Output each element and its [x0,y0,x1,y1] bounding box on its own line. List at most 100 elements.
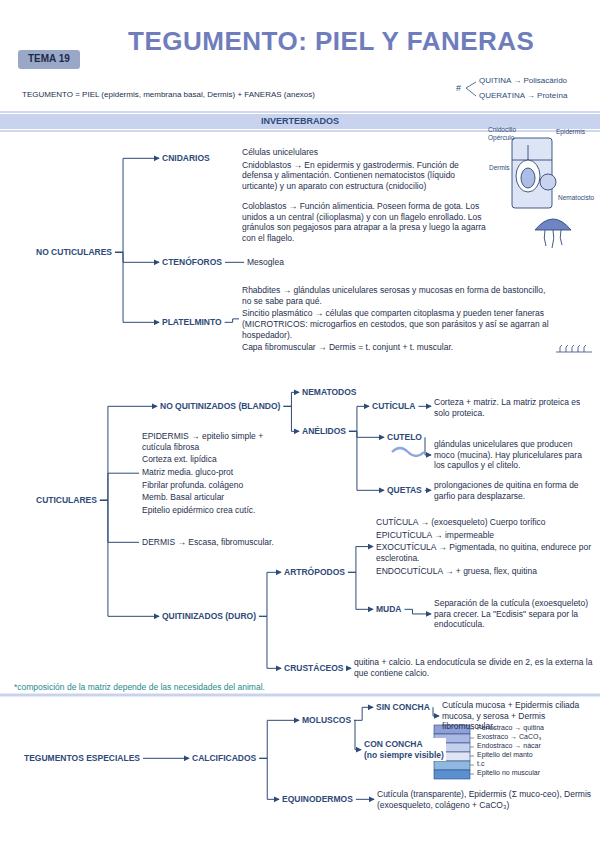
part-label: Periostraco → quitina [477,724,544,732]
node-text: TEMA 19 [28,53,70,66]
connector [349,431,384,437]
node-text: ARTRÓPODOS [284,567,345,578]
connector [225,319,239,322]
connector [433,707,439,716]
group-heading: CUTICULARES [34,494,99,507]
node-text: Rhabdites → glándulas unicelulares seros… [242,285,553,306]
group-heading: CRUSTÁCEOS [282,662,346,675]
group-heading: TEGUMENTOS ESPECIALES [22,752,142,765]
note-block: Mesoglea [245,256,286,269]
microtrichs-drawing [556,345,592,352]
part-label: Opérculo [488,134,514,142]
group-heading: QUITINIZADOS (DURO) [160,610,258,623]
node-text: CUTICULARES [36,495,97,506]
node-text: Corteza ext. lipídica [142,454,276,465]
node-text: Separación de la cutícula (exoesqueleto)… [434,598,593,630]
group-heading: EQUINODERMOS [280,793,355,806]
node-text: Mesoglea [247,257,284,268]
node-text: PLATELMINTO [162,317,222,328]
node-text: CON CONCHA [364,739,444,750]
group-heading: CON CONCHA(no siempre visible) [362,738,446,761]
group-heading: NO CUTICULARES [34,246,114,259]
group-heading: CUTÍCULA [370,400,417,413]
connector [283,392,299,406]
node-text: Epitelio epidérmico crea cutíc. [142,505,276,516]
symbol: # [456,83,461,94]
connector [115,252,159,262]
note-block: Células unicelularesCnidoblastos → En ep… [240,146,485,193]
part-label: Epitelio del manto [477,751,533,759]
connector [405,609,432,614]
group-heading: SIN CONCHA [374,701,432,714]
node-text: ENDOCUTÍCULA → + gruesa, flex, quitina [376,566,594,577]
node-text: MUDA [376,604,402,615]
note-block: Separación de la cutícula (exoesqueleto)… [432,597,595,631]
group-heading: ARTRÓPODOS [282,566,347,579]
footnote: *composición de la matriz depende de las… [14,682,265,692]
worm-drawing [392,448,424,456]
part-label: Nematocisto [558,194,594,202]
connector [259,720,299,758]
node-text: CALCIFICADOS [192,753,256,764]
cnidocyte-drawing [512,138,556,208]
connector [283,406,299,431]
connector [418,406,431,407]
connector [356,799,374,800]
connector [347,668,351,669]
group-heading: PLATELMINTO [160,316,224,329]
node-text: TEGUMENTOS ESPECIALES [24,753,140,764]
note-block: Cutícula (transparente), Epidermis (Σ mu… [375,788,595,811]
node-text: EQUINODERMOS [282,794,353,805]
note-block: glándulas unicelulares que producen moco… [432,438,595,472]
node-text: INVERTEBRADOS [0,116,600,127]
part-label: Cnidocilio [488,126,516,134]
connector [425,437,431,455]
node-text: ANÉLIDOS [302,426,346,437]
node-text: Células unicelulares [242,147,483,158]
part-label: Endostraco → nácar [477,742,541,750]
node-text: Capa fibromuscular → Dermis = t. conjunt… [242,342,553,353]
group-heading: MUDA [374,603,404,616]
node-text: Cutícula (transparente), Epidermis (Σ mu… [377,789,593,810]
group-heading: CUTELO [385,431,424,444]
node-text: CUTELO [387,432,422,443]
note-block: Coloblastos → Función alimenticia. Posee… [240,200,502,245]
node-text: QUETAS [387,485,422,496]
node-text: CUTÍCULA [372,401,415,412]
connector [354,707,373,720]
part-label: Exostraco → CaCO₃ [477,733,541,741]
group-heading: QUETAS [385,484,424,497]
node-text: NO CUTICULARES [36,247,112,258]
node-text: Memb. Basal articular [142,492,276,503]
group-heading: ANÉLIDOS [300,425,348,438]
note-block: CUTÍCULA → (exoesqueleto) Cuerpo torífic… [374,516,596,577]
note-block: Rhabdites → glándulas unicelulares seros… [240,284,555,354]
node-text: Cnidoblastos → En epidermis y gastroderm… [242,160,483,192]
node-text: EXOCUTÍCULA → Pigmentada, no quitina, en… [376,542,594,563]
group-heading: NEMATODOS [300,386,358,399]
connector [100,500,139,542]
node-text: Corteza + matriz. La matriz proteica es … [434,397,593,418]
bracket [466,82,476,96]
node-text: SIN CONCHA [376,702,430,713]
node-text: QUITINIZADOS (DURO) [162,611,256,622]
definition-note: TEGUMENTO = PIEL (epidermis, membrana ba… [22,90,315,100]
section-rule [0,694,600,697]
part-label: Epidermis [556,128,585,136]
topic-badge: TEMA 19 [18,50,80,69]
note-block: prolongaciones de quitina en forma de ga… [432,479,595,502]
node-text: Fibrilar profunda. colágeno [142,480,276,491]
node-text: CUTÍCULA → (exoesqueleto) Cuerpo torífic… [376,517,594,528]
page-title: TEGUMENTO: PIEL Y FANERAS [128,26,534,57]
node-text: (no siempre visible) [364,750,444,761]
node-text: CTENÓFOROS [162,257,222,268]
connector [100,500,159,616]
node-text: NEMATODOS [302,387,356,398]
connector [259,616,281,668]
definition-note: QUERATINA → Proteína [479,91,567,101]
node-text: Matriz media. gluco-prot [142,467,276,478]
node-text: Coloblastos → Función alimenticia. Posee… [242,201,500,244]
part-label: Epitelio no muscular [477,769,540,777]
connector [354,720,361,749]
